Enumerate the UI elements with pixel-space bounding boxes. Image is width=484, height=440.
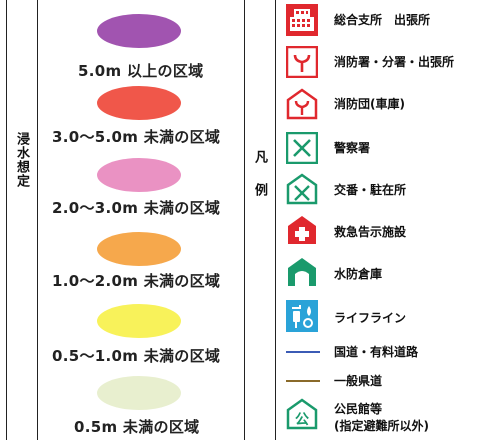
fire-station-icon [286,46,318,78]
municipal-office-icon [286,4,318,36]
legend-label: 消防団(車庫) [334,97,405,111]
depth-label: 0.5m 未満の区域 [74,418,200,436]
police-station-icon [286,132,318,164]
fire-brigade-icon [286,88,318,120]
legend-label: 公民館等 [334,402,383,416]
legend-section-title: 凡例 [252,150,267,216]
depth-label: 2.0～3.0m 未満の区域 [52,199,221,217]
depth-swatch-under-0.5m [97,376,181,410]
depth-label: 5.0m 以上の区域 [78,62,204,80]
legend-label: 交番・駐在所 [334,183,407,197]
prefectural-road-line [286,380,320,382]
divider-right [275,0,276,440]
community-center-icon-glyph: 公 [295,412,309,428]
legend-label: 水防倉庫 [334,267,383,281]
national-road-line [286,351,320,353]
depth-label: 0.5～1.0m 未満の区域 [52,347,221,365]
legend-label: 国道・有料道路 [334,345,419,359]
depth-swatch-1-2m [97,232,181,266]
depth-label: 3.0～5.0m 未満の区域 [52,128,221,146]
divider-inner [37,0,38,440]
legend-label: 消防署・分署・出張所 [334,55,455,69]
flood-section-title: 浸水想定 [14,132,29,188]
legend-label: 総合支所 出張所 [334,13,431,27]
legend-label: ライフライン [334,311,407,325]
legend-sublabel: (指定避難所以外) [334,419,429,433]
flood-warehouse-icon [286,256,318,288]
depth-swatch-2-3m [97,158,181,192]
divider-left [6,0,7,440]
depth-label: 1.0～2.0m 未満の区域 [52,272,221,290]
police-box-icon [286,173,318,205]
community-center-icon: 公 [286,398,318,430]
emergency-hospital-icon [286,214,318,246]
divider-middle [244,0,245,440]
lifeline-icon [286,300,318,332]
depth-swatch-3-5m [97,86,181,120]
depth-swatch-0.5-1m [97,304,181,338]
legend-label: 警察署 [334,141,371,155]
legend-label: 一般県道 [334,374,383,388]
depth-swatch-5m-plus [97,14,181,48]
legend-label: 救急告示施設 [334,225,407,239]
